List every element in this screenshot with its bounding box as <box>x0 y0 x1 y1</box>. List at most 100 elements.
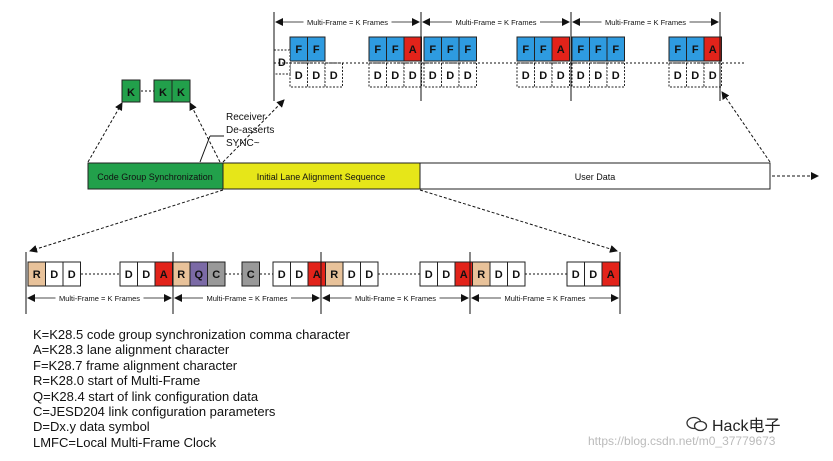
frame-char: F <box>368 36 387 62</box>
wechat-icon <box>686 416 708 432</box>
ilas-char: R <box>325 261 344 287</box>
data-char: D <box>668 62 687 88</box>
multiframe-label: Multi-Frame = K Frames <box>605 18 686 27</box>
symbol-label: F <box>595 44 602 56</box>
cgs-phase-label: Code Group Synchronization <box>97 172 213 182</box>
symbol-label: D <box>50 269 58 281</box>
symbol-label: D <box>409 70 417 82</box>
cgs-phase <box>87 162 224 190</box>
data-char: D <box>423 62 442 88</box>
symbol-label: R <box>477 269 485 281</box>
ilas-char: D <box>290 261 309 287</box>
frame-char: F <box>441 36 460 62</box>
frame-char: F <box>307 36 326 62</box>
phase-bar: Code Group Synchronization Initial Lane … <box>87 162 819 190</box>
symbol-label: D <box>312 70 320 82</box>
symbol-label: F <box>447 44 454 56</box>
frame-char: F <box>686 36 705 62</box>
data-char: D <box>551 62 570 88</box>
ilas-char: D <box>119 261 138 287</box>
frame-char: A <box>703 36 722 62</box>
symbol-label: D <box>557 70 565 82</box>
ilas-char: D <box>489 261 508 287</box>
symbol-label: D <box>295 70 303 82</box>
symbol-label: R <box>330 269 338 281</box>
legend-item: D=Dx.y data symbol <box>33 419 150 435</box>
symbol-label: F <box>577 44 584 56</box>
symbol-label: D <box>572 269 580 281</box>
user-data-label: User Data <box>575 172 616 182</box>
symbol-label: A <box>607 269 615 281</box>
frame-char: F <box>386 36 405 62</box>
ilas-char: D <box>45 261 64 287</box>
frame-char: F <box>668 36 687 62</box>
symbol-label: C <box>247 269 255 281</box>
k-characters: K K K <box>87 79 221 163</box>
ilas-char: A <box>154 261 173 287</box>
data-char: D <box>606 62 625 88</box>
ilas-char: D <box>584 261 603 287</box>
multiframe-label: Multi-Frame = K Frames <box>206 294 287 303</box>
symbol-label: D <box>429 70 437 82</box>
symbol-label: D <box>425 269 433 281</box>
data-char: D <box>403 62 422 88</box>
ilas-char: D <box>137 261 156 287</box>
symbol-label: A <box>160 269 168 281</box>
data-char: D <box>368 62 387 88</box>
symbol-label: D <box>365 269 373 281</box>
symbol-label: D <box>125 269 133 281</box>
legend-item: Q=K28.4 start of link configuration data <box>33 388 259 404</box>
symbol-label: D <box>348 269 356 281</box>
symbol-label: A <box>709 44 717 56</box>
ilas-char: R <box>172 261 191 287</box>
data-char: D <box>386 62 405 88</box>
symbol-label: D <box>391 70 399 82</box>
zoom-line <box>29 189 224 253</box>
symbol-label: A <box>557 44 565 56</box>
ilas-char: Q <box>189 261 208 287</box>
symbol-label: A <box>460 269 468 281</box>
ilas-char: D <box>419 261 438 287</box>
zoom-line <box>189 102 221 163</box>
legend: K=K28.5 code group synchronization comma… <box>33 327 350 450</box>
multiframe-label: Multi-Frame = K Frames <box>455 18 536 27</box>
data-char: D <box>324 62 343 88</box>
frame-char: F <box>571 36 590 62</box>
data-char: D <box>589 62 608 88</box>
legend-item: LMFC=Local Multi-Frame Clock <box>33 434 217 450</box>
multiframe-label: Multi-Frame = K Frames <box>59 294 140 303</box>
symbol-label: D <box>442 269 450 281</box>
ilas-char: D <box>342 261 361 287</box>
svg-text:De-asserts: De-asserts <box>226 125 274 136</box>
symbol-label: F <box>540 44 547 56</box>
symbol-label: D <box>495 269 503 281</box>
ilas-char: D <box>507 261 526 287</box>
frame-char: F <box>516 36 535 62</box>
symbol-label: D <box>709 70 717 82</box>
data-char: D <box>273 49 291 75</box>
symbol-label: R <box>33 269 41 281</box>
symbol-label: D <box>446 70 454 82</box>
symbol-label: D <box>142 269 150 281</box>
symbol-label: D <box>577 70 585 82</box>
zoom-line <box>721 91 771 163</box>
multiframe-label: Multi-Frame = K Frames <box>307 18 388 27</box>
symbol-label: F <box>692 44 699 56</box>
multiframe-label: Multi-Frame = K Frames <box>355 294 436 303</box>
symbol-label: D <box>68 269 76 281</box>
ilas-char: A <box>601 261 620 287</box>
symbol-label: F <box>429 44 436 56</box>
symbol-label: A <box>313 269 321 281</box>
data-char: D <box>703 62 722 88</box>
symbol-label: D <box>539 70 547 82</box>
zoom-line <box>87 102 123 163</box>
symbol-label: D <box>612 70 620 82</box>
data-char: D <box>534 62 553 88</box>
symbol-label: D <box>295 269 303 281</box>
ilas-char: R <box>27 261 46 287</box>
symbol-label: F <box>374 44 381 56</box>
symbol-label: D <box>512 269 520 281</box>
ilas-char: A <box>307 261 326 287</box>
data-char: D <box>571 62 590 88</box>
data-char: D <box>516 62 535 88</box>
